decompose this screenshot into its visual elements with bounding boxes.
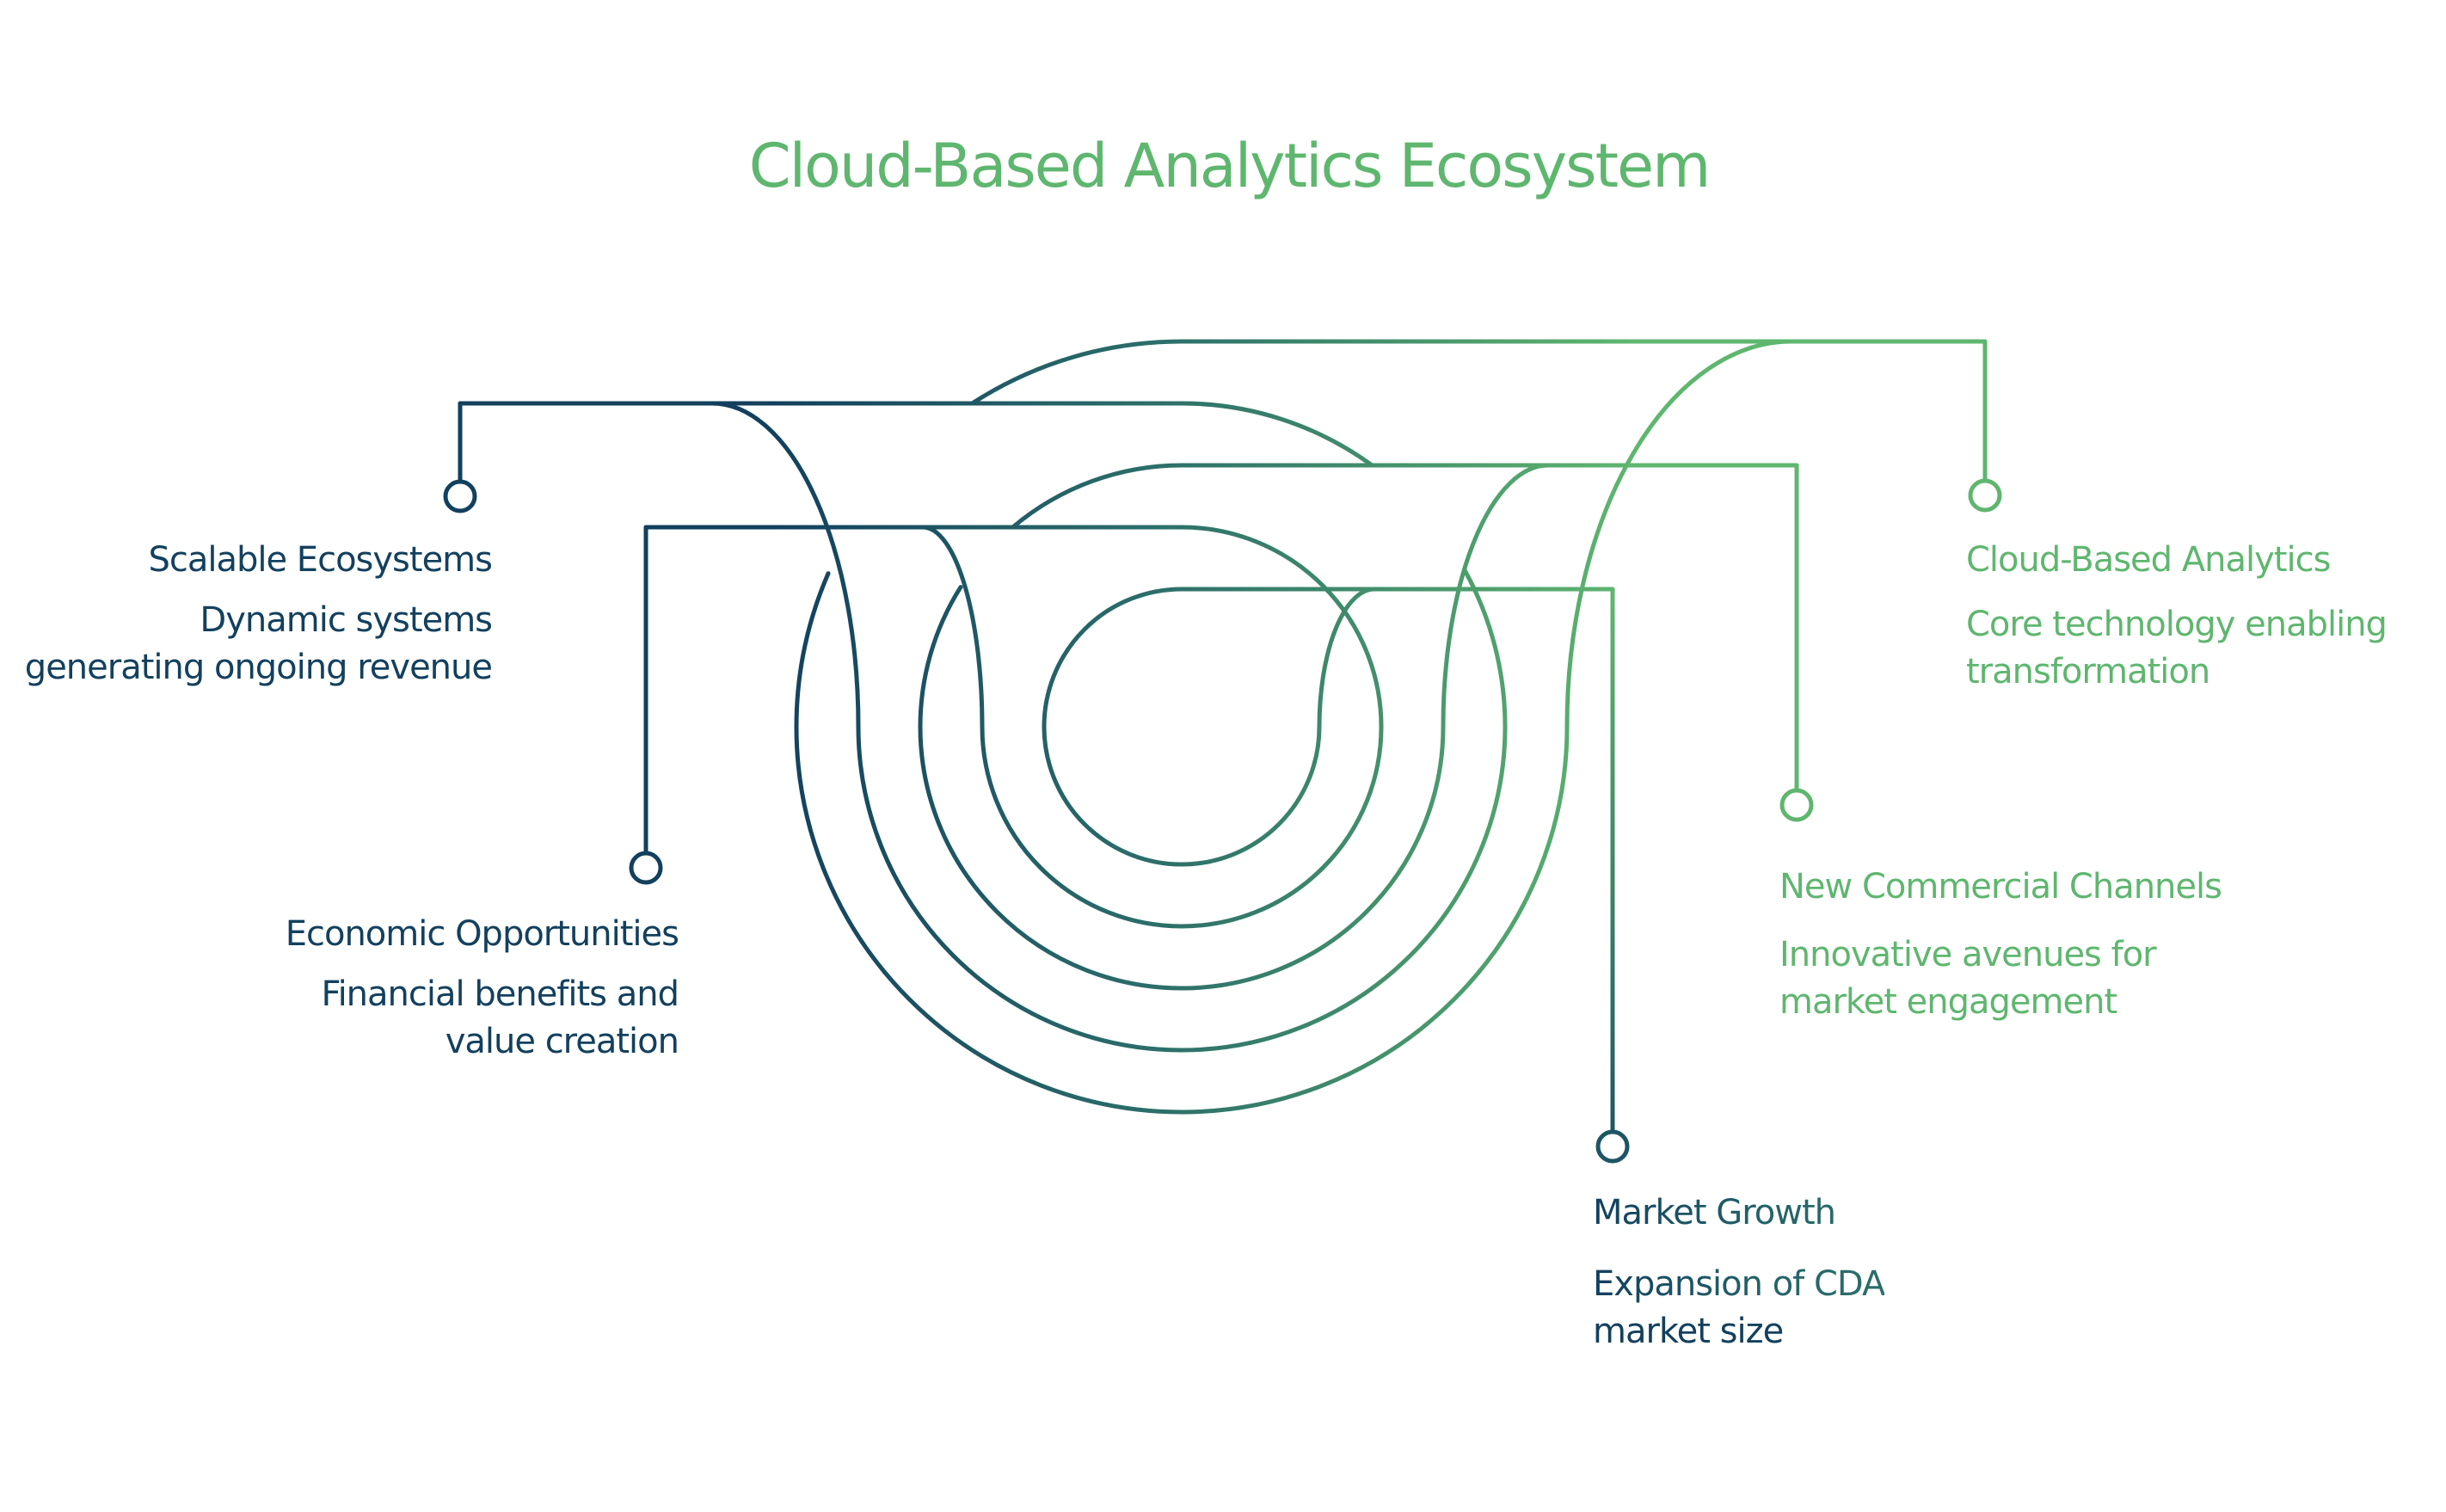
label-description: Core technology enabling transformation bbox=[1966, 601, 2388, 696]
label-description: Expansion of CDA market size bbox=[1593, 1261, 1885, 1355]
label-scalable-ecosystems: Scalable Ecosystems Dynamic systems gene… bbox=[24, 537, 493, 691]
description-line: transformation bbox=[1966, 652, 2210, 691]
description-line: market size bbox=[1593, 1312, 1784, 1351]
description-line: Expansion of CDA bbox=[1593, 1261, 1885, 1308]
description-line: Innovative avenues for bbox=[1779, 935, 2157, 974]
ring-2-path bbox=[920, 525, 1384, 929]
ring-4-top-arc bbox=[1179, 401, 1374, 468]
label-title: Cloud-Based Analytics bbox=[1966, 540, 2331, 580]
node-circle-cloud-based-analytics bbox=[1968, 478, 2002, 513]
node-circle-economic-opportunities bbox=[629, 851, 663, 885]
description-line: Dynamic systems bbox=[200, 600, 493, 640]
description-line: value creation bbox=[445, 1022, 679, 1061]
label-title: New Commercial Channels bbox=[1779, 867, 2222, 907]
label-new-commercial-channels: New Commercial Channels Innovative avenu… bbox=[1779, 864, 2222, 1026]
ring-5-top-arc bbox=[969, 339, 1184, 406]
node-circle-new-commercial-channels bbox=[1779, 788, 1814, 822]
label-title: Economic Opportunities bbox=[285, 914, 679, 954]
label-description: Dynamic systems generating ongoing reven… bbox=[24, 597, 493, 691]
label-title: Market Growth bbox=[1593, 1189, 1884, 1236]
ring-1-path bbox=[1042, 587, 1377, 867]
label-description: Financial benefits and value creation bbox=[286, 971, 679, 1066]
node-circle-scalable-ecosystems bbox=[443, 479, 477, 513]
node-circle-market-growth bbox=[1595, 1129, 1630, 1164]
label-economic-opportunities: Economic Opportunities Financial benefit… bbox=[286, 911, 679, 1066]
label-market-growth: Market Growth Expansion of CDA market si… bbox=[1593, 1189, 1885, 1355]
ring-4-path bbox=[710, 401, 1508, 1053]
label-title: Scalable Ecosystems bbox=[148, 540, 493, 580]
description-line: generating ongoing revenue bbox=[24, 648, 493, 687]
ring-5-path bbox=[794, 339, 1794, 1115]
description-line: Core technology enabling bbox=[1966, 605, 2388, 644]
label-description: Innovative avenues for market engagement bbox=[1779, 931, 2222, 1026]
description-line: market engagement bbox=[1779, 982, 2117, 1022]
label-cloud-based-analytics: Cloud-Based Analytics Core technology en… bbox=[1966, 537, 2388, 696]
ring-3-path bbox=[918, 463, 1551, 991]
diagram-title: Cloud-Based Analytics Ecosystem bbox=[748, 131, 1712, 201]
ring-3-top-arc bbox=[1011, 463, 1184, 530]
description-line: Financial benefits and bbox=[321, 974, 679, 1014]
